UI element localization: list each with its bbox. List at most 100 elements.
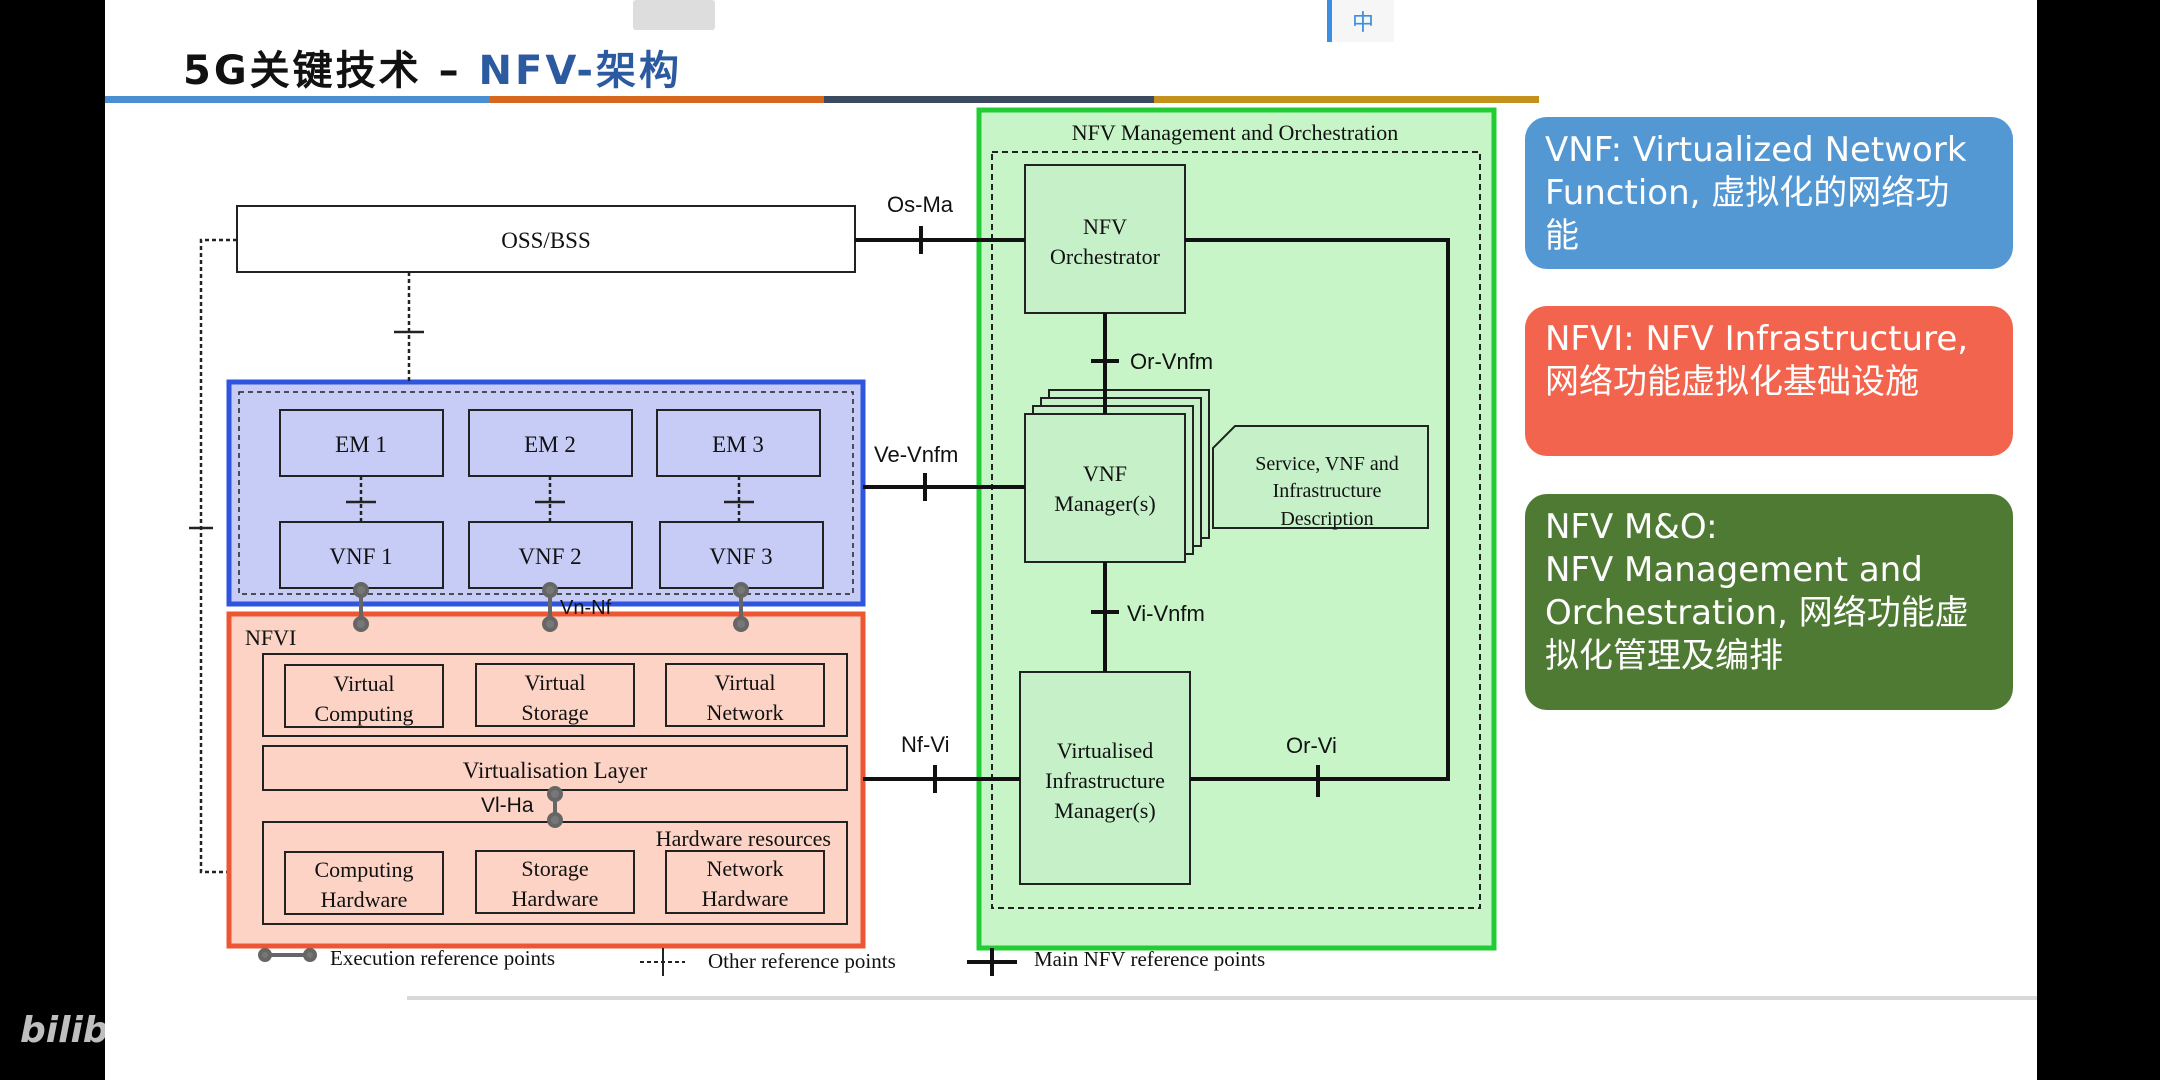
main-reference-links: [855, 226, 1450, 797]
vn-nf-label: Vn-Nf: [560, 597, 612, 619]
vnf-definition-card: VNF: Virtualized Network Function, 虚拟化的网…: [1525, 117, 2013, 269]
nfvi-region: [226, 611, 866, 949]
title-stripe-3: [824, 96, 1154, 103]
title-stripe-2: [490, 96, 824, 103]
oss-bss-box: [236, 205, 856, 273]
nfv-orchestrator-box: NFV Orchestrator: [1024, 164, 1186, 314]
virtual-computing-l2: Computing: [314, 701, 413, 726]
storage-hardware-l2: Hardware: [512, 886, 599, 911]
oss-em-link: [394, 272, 424, 384]
nfvi-definition-text: NFVI: NFV Infrastructure, 网络功能虚拟化基础设施: [1545, 319, 1969, 402]
em-1-label: EM 1: [335, 432, 387, 457]
vnf-2-label: VNF 2: [518, 544, 581, 569]
vnf-manager-l2: Manager(s): [1054, 491, 1155, 516]
vi-vnfm-label: Vi-Vnfm: [1127, 601, 1205, 626]
service-desc-l2: Infrastructure: [1273, 480, 1382, 502]
nf-vi-label: Nf-Vi: [901, 732, 950, 757]
virtual-network-l2: Network: [707, 700, 784, 725]
legend-other-label: Other reference points: [708, 949, 896, 973]
em-3-label: EM 3: [712, 432, 764, 457]
network-hardware-l1: Network: [707, 856, 784, 881]
nfv-architecture-diagram: .box { fill:none; stroke:#222; stroke-wi…: [189, 107, 1497, 976]
os-ma-label: Os-Ma: [887, 192, 954, 217]
virtual-storage-l1: Virtual: [525, 670, 586, 695]
virtual-computing-l1: Virtual: [334, 671, 395, 696]
service-desc-l3: Description: [1280, 508, 1373, 530]
vi-ha-label: Vl-Ha: [481, 794, 534, 817]
title-prefix: 5G关键技术 –: [183, 48, 479, 94]
nfvi-definition-card: NFVI: NFV Infrastructure, 网络功能虚拟化基础设施: [1525, 306, 2013, 456]
mano-title: NFV Management and Orchestration: [1072, 120, 1398, 145]
vnf-1-label: VNF 1: [329, 544, 392, 569]
title-stripe-4: [1154, 96, 1539, 103]
hardware-resources-label: Hardware resources: [656, 826, 831, 851]
legend-execution-label: Execution reference points: [330, 946, 555, 970]
slide: 中 5G关键技术 – NFV-架构 .box { fill:none; stro…: [105, 0, 2037, 1080]
legend-main: [967, 948, 1017, 976]
ve-vnfm-label: Ve-Vnfm: [874, 442, 958, 467]
oss-bss-label: OSS/BSS: [501, 228, 591, 253]
em-3-box: EM 3: [656, 409, 821, 477]
virtual-storage-l2: Storage: [521, 700, 588, 725]
ime-indicator[interactable]: 中: [1327, 0, 1394, 42]
vnf-manager-stack: VNF Manager(s): [1024, 389, 1210, 563]
bottom-divider: [407, 996, 2037, 1000]
vnf-manager-box: [1024, 413, 1186, 563]
vnf-manager-l1: VNF: [1083, 461, 1127, 486]
computing-hardware-l1: Computing: [314, 857, 413, 882]
service-desc-l1: Service, VNF and: [1255, 453, 1399, 475]
virtual-resources-frame: [262, 653, 848, 737]
vi-ha-execution-link: [547, 786, 563, 828]
vnf-region: [226, 379, 866, 607]
vn-nf-execution-links: [353, 582, 749, 632]
legend-main-label: Main NFV reference points: [1034, 947, 1265, 971]
virtualisation-layer-label: Virtualisation Layer: [463, 758, 648, 783]
nfv-mano-definition-text: NFV M&O: NFV Management and Orchestratio…: [1545, 507, 1969, 676]
vnf-definition-text: VNF: Virtualized Network Function, 虚拟化的网…: [1545, 130, 1967, 256]
vim-l2: Infrastructure: [1045, 768, 1165, 793]
page-title: 5G关键技术 – NFV-架构: [183, 38, 682, 96]
legend-execution: [258, 948, 317, 962]
floating-toolbar-widget[interactable]: [633, 0, 715, 30]
title-accent: NFV-架构: [478, 48, 682, 94]
em-vnf-links: [346, 476, 754, 522]
virtual-network-l1: Virtual: [715, 670, 776, 695]
orchestrator-l1: NFV: [1083, 214, 1127, 239]
network-hardware-l2: Hardware: [702, 886, 789, 911]
vim-l3: Manager(s): [1054, 798, 1155, 823]
oss-hardware-other-link: [189, 238, 261, 874]
bilibili-watermark: bilibili: [20, 1010, 146, 1051]
legend-other: [640, 948, 685, 976]
vnf-3-label: VNF 3: [709, 544, 772, 569]
storage-hardware-l1: Storage: [521, 856, 588, 881]
em-2-box: EM 2: [468, 409, 633, 477]
vnf-region-dashed: [238, 391, 854, 595]
or-vnfm-label: Or-Vnfm: [1130, 349, 1213, 374]
orchestrator-l2: Orchestrator: [1050, 244, 1161, 269]
computing-hardware-l2: Hardware: [321, 887, 408, 912]
vim-l1: Virtualised: [1057, 738, 1153, 763]
nfv-mano-definition-card: NFV M&O: NFV Management and Orchestratio…: [1525, 494, 2013, 710]
em-2-label: EM 2: [524, 432, 576, 457]
mano-inner-dashed-frame: [991, 151, 1481, 909]
nfvi-label: NFVI: [245, 625, 296, 650]
or-vi-label: Or-Vi: [1286, 733, 1337, 758]
